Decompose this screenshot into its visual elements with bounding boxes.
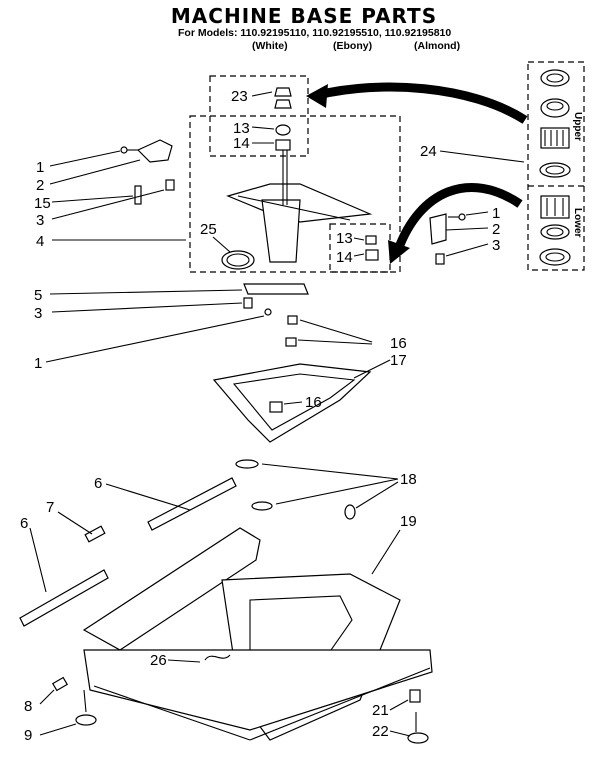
callout-4: 4 bbox=[36, 233, 44, 250]
upper-arrow-head bbox=[306, 84, 328, 108]
callout-15: 15 bbox=[34, 195, 51, 212]
callout-16: 16 bbox=[390, 335, 407, 352]
bearing-kit-box bbox=[527, 61, 585, 271]
callout-3-right: 3 bbox=[492, 237, 500, 254]
lower-arrow bbox=[393, 183, 523, 252]
callout-9: 9 bbox=[24, 727, 32, 744]
left-bracket-parts bbox=[120, 139, 175, 205]
callout-1-right: 1 bbox=[492, 205, 500, 222]
lower-bearings bbox=[539, 195, 571, 266]
clamp-bracket bbox=[243, 283, 309, 316]
callout-17: 17 bbox=[390, 352, 407, 369]
callout-24: 24 bbox=[420, 143, 437, 160]
callout-8: 8 bbox=[24, 698, 32, 715]
callout-6-left: 6 bbox=[20, 515, 28, 532]
leader-lines bbox=[29, 91, 525, 737]
leveling-feet bbox=[51, 676, 429, 744]
callout-2-left: 2 bbox=[36, 177, 44, 194]
models-line: For Models: 110.92195110, 110.92195510, … bbox=[178, 27, 452, 39]
callout-22: 22 bbox=[372, 723, 389, 740]
callout-14-upper: 14 bbox=[233, 135, 250, 152]
lower-label: Lower bbox=[572, 208, 583, 238]
callout-5: 5 bbox=[34, 287, 42, 304]
base-frame bbox=[212, 315, 372, 443]
upper-arrow bbox=[316, 82, 528, 124]
callout-2-right: 2 bbox=[492, 221, 500, 238]
callout-6-top: 6 bbox=[94, 475, 102, 492]
variant-ebony: (Ebony) bbox=[333, 40, 373, 52]
callout-21: 21 bbox=[372, 702, 389, 719]
callout-13-upper: 13 bbox=[233, 120, 250, 137]
callout-26: 26 bbox=[150, 652, 167, 669]
callout-1-mid: 1 bbox=[34, 355, 42, 372]
cabinet-frame bbox=[82, 459, 433, 741]
rails bbox=[19, 477, 237, 661]
callout-13-lower: 13 bbox=[336, 230, 353, 247]
callout-23: 23 bbox=[231, 88, 248, 105]
page-title: MACHINE BASE PARTS bbox=[170, 4, 438, 28]
callout-19: 19 bbox=[400, 513, 417, 530]
callout-16-frame: 16 bbox=[305, 394, 322, 411]
variant-almond: (Almond) bbox=[414, 40, 461, 52]
right-bracket-parts bbox=[429, 213, 466, 265]
variant-white: (White) bbox=[252, 40, 288, 52]
lower-arrow-head bbox=[388, 240, 410, 264]
callout-3-left: 3 bbox=[36, 212, 44, 229]
upper-label: Upper bbox=[572, 112, 583, 141]
callout-1-left: 1 bbox=[36, 159, 44, 176]
callout-14-lower: 14 bbox=[336, 249, 353, 266]
cap-parts bbox=[274, 87, 292, 151]
callout-7: 7 bbox=[46, 499, 54, 516]
box-gearcase-assembly bbox=[189, 115, 401, 273]
callout-25: 25 bbox=[200, 221, 217, 238]
upper-bearings bbox=[539, 69, 571, 178]
callout-18: 18 bbox=[400, 471, 417, 488]
callout-3-mid: 3 bbox=[34, 305, 42, 322]
gearcase-assembly bbox=[221, 150, 379, 270]
